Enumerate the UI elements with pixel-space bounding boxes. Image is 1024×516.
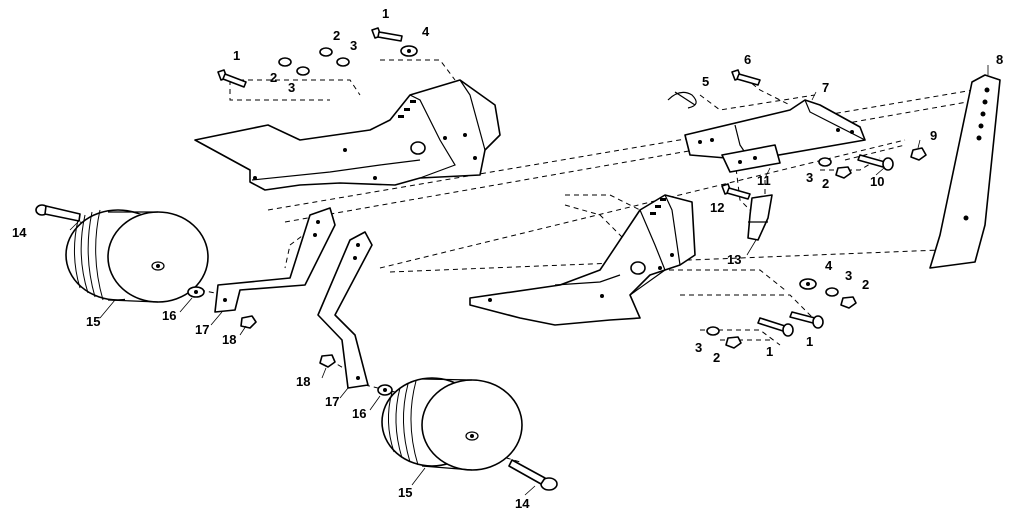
frame-slot <box>650 212 656 215</box>
callout-16: 16 <box>352 406 366 421</box>
assembly-lines <box>79 59 991 463</box>
frame-hole <box>410 141 426 155</box>
callout-2: 2 <box>270 70 277 85</box>
frame-bolt-hole <box>670 253 674 257</box>
callout-16: 16 <box>162 308 176 323</box>
frame-slot <box>398 115 404 118</box>
callouts: 1 2 3 4 1 2 3 5 6 7 8 9 10 11 2 3 12 13 … <box>12 6 1003 511</box>
callout-15: 15 <box>398 485 412 500</box>
callout-10: 10 <box>870 174 884 189</box>
frame-bolt-hole <box>443 136 447 140</box>
callout-18: 18 <box>222 332 236 347</box>
bracket-7 <box>684 99 866 161</box>
callout-17: 17 <box>325 394 339 409</box>
callout-6: 6 <box>744 52 751 67</box>
frame-bolt-hole <box>343 148 347 152</box>
callout-2: 2 <box>822 176 829 191</box>
callout-1: 1 <box>233 48 240 63</box>
callout-12: 12 <box>710 200 724 215</box>
frame-slot <box>660 198 666 201</box>
callout-15: 15 <box>86 314 100 329</box>
frame-bolt-hole <box>473 156 477 160</box>
right-wheel-arm <box>317 231 373 389</box>
callout-18: 18 <box>296 374 310 389</box>
callout-3: 3 <box>288 80 295 95</box>
callout-1: 1 <box>382 6 389 21</box>
hitch-pin <box>667 91 697 109</box>
callout-8: 8 <box>996 52 1003 67</box>
callout-2: 2 <box>862 277 869 292</box>
callout-14: 14 <box>12 225 27 240</box>
frame-bolt-hole <box>488 298 492 302</box>
washers-and-nuts <box>187 286 393 396</box>
small-hardware <box>217 27 927 349</box>
main-frame-plate <box>194 79 501 191</box>
callout-13: 13 <box>727 252 741 267</box>
right-wheel <box>381 377 523 471</box>
leader-lines <box>69 65 989 496</box>
frame-slot <box>404 108 410 111</box>
callout-4: 4 <box>422 24 430 39</box>
left-wheel <box>65 209 209 303</box>
callout-1: 1 <box>766 344 773 359</box>
callout-1: 1 <box>806 334 813 349</box>
right-axle-bolt <box>508 459 558 491</box>
clip <box>747 194 773 241</box>
callout-2: 2 <box>713 350 720 365</box>
callout-2: 2 <box>333 28 340 43</box>
frame-bolt-hole <box>463 133 467 137</box>
callout-9: 9 <box>930 128 937 143</box>
left-axle-bolt <box>35 204 81 222</box>
callout-17: 17 <box>195 322 209 337</box>
frame-bolt-hole <box>253 176 257 180</box>
left-wheel-arm <box>214 207 336 313</box>
callout-3: 3 <box>845 268 852 283</box>
frame-slot <box>410 100 416 103</box>
frame-bolt-hole <box>600 294 604 298</box>
callout-14: 14 <box>515 496 530 511</box>
main-frame <box>194 79 501 191</box>
callout-3: 3 <box>350 38 357 53</box>
depth-bar <box>929 74 1001 269</box>
callout-7: 7 <box>822 80 829 95</box>
frame-slot <box>655 205 661 208</box>
frame-bolt-hole <box>658 266 662 270</box>
callout-5: 5 <box>702 74 709 89</box>
callout-4: 4 <box>825 258 833 273</box>
right-frame <box>469 194 696 326</box>
frame-bolt-hole <box>373 176 377 180</box>
callout-3: 3 <box>695 340 702 355</box>
frame-hole <box>630 261 646 275</box>
callout-3: 3 <box>806 170 813 185</box>
bracket-11 <box>721 144 781 173</box>
callout-11: 11 <box>757 173 771 188</box>
